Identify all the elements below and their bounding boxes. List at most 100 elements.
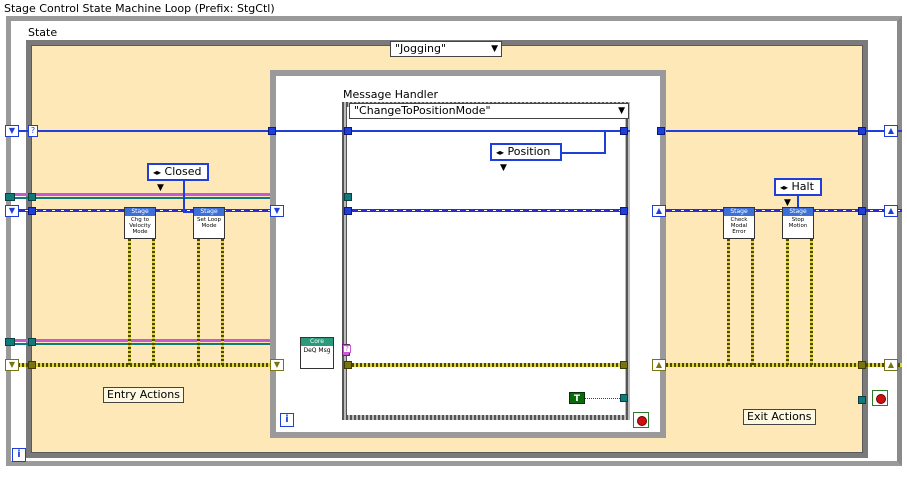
unknown-terminal[interactable]: ? xyxy=(28,125,38,137)
message-handler-selector[interactable]: "ChangeToPositionMode" ▼ xyxy=(349,103,629,119)
wire-position-vertical[interactable] xyxy=(604,130,606,154)
message-handler-case-structure[interactable] xyxy=(342,102,630,420)
true-constant[interactable]: T xyxy=(569,392,585,404)
shift-register-icon[interactable]: ▲ xyxy=(884,205,898,217)
tunnel[interactable] xyxy=(28,207,36,215)
wire-pink-lower[interactable] xyxy=(10,339,300,342)
tunnel[interactable] xyxy=(344,127,352,135)
outer-loop-label: State xyxy=(28,26,58,39)
wire-error-vertical[interactable] xyxy=(810,239,813,365)
wire-teal-upper[interactable] xyxy=(10,197,343,199)
tunnel[interactable] xyxy=(344,193,352,201)
enum-icon: ◂▸ xyxy=(496,148,505,157)
wire-closed[interactable] xyxy=(183,181,185,211)
shift-register-icon[interactable]: ▲ xyxy=(884,125,898,137)
wire-pink-upper[interactable] xyxy=(10,193,343,196)
shift-register-icon[interactable]: ▼ xyxy=(270,359,284,371)
subvi-text: Set Loop Mode xyxy=(197,217,221,229)
message-handler-label: Message Handler xyxy=(343,88,439,101)
subvi-stop-motion[interactable]: Stage Stop Motion xyxy=(782,207,814,239)
tunnel[interactable] xyxy=(344,361,352,369)
subvi-text: DeQ Msg xyxy=(303,347,331,354)
tunnel[interactable] xyxy=(620,361,628,369)
tunnel[interactable] xyxy=(858,361,866,369)
shift-register-icon[interactable]: ▲ xyxy=(884,359,898,371)
wire-error-vertical[interactable] xyxy=(727,239,730,365)
wire-stage-ref-right[interactable] xyxy=(630,209,902,212)
wire-teal-lower[interactable] xyxy=(10,343,300,345)
wire-error-vertical[interactable] xyxy=(786,239,789,365)
halt-label: Halt xyxy=(791,180,814,193)
shift-register-icon[interactable]: ▼ xyxy=(5,205,19,217)
tunnel[interactable] xyxy=(344,207,352,215)
tunnel[interactable] xyxy=(28,361,36,369)
tunnel[interactable] xyxy=(858,207,866,215)
tunnel[interactable] xyxy=(5,338,15,346)
enum-icon: ◂▸ xyxy=(153,168,162,177)
tunnel[interactable] xyxy=(268,127,276,135)
wire-stage-ref-msg[interactable] xyxy=(352,209,626,212)
subvi-check-modal-error[interactable]: Stage Check Modal Error xyxy=(723,207,755,239)
wire-error-vertical[interactable] xyxy=(221,239,224,365)
outer-stop-terminal-icon[interactable] xyxy=(872,390,888,406)
unknown-terminal[interactable]: ? xyxy=(343,345,351,353)
wire-error-left[interactable] xyxy=(10,363,300,367)
tunnel[interactable] xyxy=(858,127,866,135)
wire-blue-top-left[interactable] xyxy=(10,130,272,132)
wire-error-vertical[interactable] xyxy=(751,239,754,365)
outer-iteration-terminal-icon: i xyxy=(12,448,26,462)
wire-position-horizontal[interactable] xyxy=(560,152,606,154)
tunnel[interactable] xyxy=(858,396,866,404)
wire-true-const[interactable] xyxy=(584,398,626,399)
closed-label: Closed xyxy=(164,165,202,178)
wire-blue-top-right[interactable] xyxy=(666,130,902,132)
subvi-dequeue-message[interactable]: Core DeQ Msg xyxy=(300,337,334,369)
halt-enum-constant[interactable]: ◂▸ Halt ▼ xyxy=(774,178,822,208)
wire-error-vertical[interactable] xyxy=(152,239,155,365)
shift-register-icon[interactable]: ▼ xyxy=(270,205,284,217)
shift-register-icon[interactable]: ▲ xyxy=(652,205,666,217)
subvi-header: Stage xyxy=(125,208,155,216)
exit-actions-label: Exit Actions xyxy=(743,409,816,425)
subvi-set-loop-mode[interactable]: Stage Set Loop Mode xyxy=(193,207,225,239)
subvi-text: Check Modal Error xyxy=(730,217,748,235)
subvi-text: Chg to Velocity Mode xyxy=(129,217,151,235)
wire-closed-h[interactable] xyxy=(183,211,195,213)
tunnel[interactable] xyxy=(28,338,36,346)
tunnel[interactable] xyxy=(28,193,36,201)
wire-error-vertical[interactable] xyxy=(128,239,131,365)
chevron-down-icon: ▼ xyxy=(618,106,625,116)
wire-halt[interactable] xyxy=(797,196,799,208)
position-enum-constant[interactable]: ◂▸ Position ▼ xyxy=(490,143,562,173)
case-selector[interactable]: "Jogging" ▼ xyxy=(390,41,502,57)
chevron-down-icon: ▼ xyxy=(784,198,791,208)
wire-error-vertical[interactable] xyxy=(197,239,200,365)
tunnel[interactable] xyxy=(657,127,665,135)
shift-register-icon[interactable]: ▼ xyxy=(5,125,19,137)
case-selector-value: "Jogging" xyxy=(395,42,447,55)
tunnel[interactable] xyxy=(620,207,628,215)
subvi-chg-to-velocity-mode[interactable]: Stage Chg to Velocity Mode xyxy=(124,207,156,239)
wire-error-msg[interactable] xyxy=(352,363,626,367)
inner-iteration-terminal-icon: i xyxy=(280,413,294,427)
subvi-header: Stage xyxy=(783,208,813,216)
entry-actions-label: Entry Actions xyxy=(103,387,184,403)
chevron-down-icon: ▼ xyxy=(491,44,498,54)
subvi-header: Stage xyxy=(724,208,754,216)
shift-register-icon[interactable]: ▼ xyxy=(5,359,19,371)
chevron-down-icon: ▼ xyxy=(157,183,164,193)
closed-enum-constant[interactable]: ◂▸ Closed ▼ xyxy=(147,163,209,193)
diagram-title: Stage Control State Machine Loop (Prefix… xyxy=(4,2,275,15)
tunnel[interactable] xyxy=(620,127,628,135)
inner-stop-terminal-icon[interactable] xyxy=(633,412,649,428)
position-label: Position xyxy=(507,145,551,158)
subvi-header: Core xyxy=(301,338,333,346)
chevron-down-icon: ▼ xyxy=(500,163,507,173)
tunnel[interactable] xyxy=(620,394,628,402)
subvi-text: Stop Motion xyxy=(788,217,808,229)
shift-register-icon[interactable]: ▲ xyxy=(652,359,666,371)
subvi-header: Stage xyxy=(194,208,224,216)
wire-blue-inner[interactable] xyxy=(276,130,630,132)
tunnel[interactable] xyxy=(5,193,15,201)
message-handler-selector-value: "ChangeToPositionMode" xyxy=(354,104,491,117)
